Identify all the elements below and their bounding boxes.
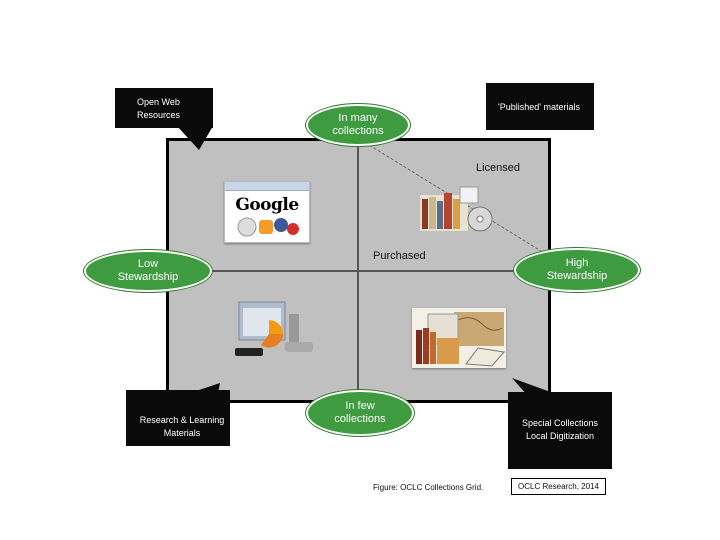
oval-text-line2: Stewardship xyxy=(117,271,179,283)
label-licensed: Licensed xyxy=(476,162,521,174)
books-and-disc-icon xyxy=(420,186,493,232)
credit-box: OCLC Research, 2014 xyxy=(511,478,606,495)
callout-text-line2: Local Digitization xyxy=(525,431,595,441)
oval-high-stewardship: High Stewardship xyxy=(514,248,640,292)
callout-text-line2: Materials xyxy=(163,428,201,438)
special-collections-image xyxy=(412,308,506,368)
callout-pointer xyxy=(512,378,556,396)
callout-pointer xyxy=(177,126,213,150)
oval-text-line1: In many xyxy=(338,112,378,124)
google-logo: Google xyxy=(235,195,299,215)
oval-text-line2: Stewardship xyxy=(546,270,608,282)
oval-low-stewardship: Low Stewardship xyxy=(84,250,212,292)
callout-text-line2: Resources xyxy=(137,110,181,120)
browser-titlebar xyxy=(225,182,309,191)
web-icons-cluster xyxy=(237,217,299,237)
callout-text-line1: Special Collections xyxy=(521,418,599,428)
callout-text-line1: Research & Learning xyxy=(139,415,225,425)
oval-text-line2: collections xyxy=(334,413,386,425)
research-tools-icon xyxy=(235,301,313,356)
grid-horizontal-axis xyxy=(166,270,551,272)
oval-text-line1: In few xyxy=(345,400,375,412)
books-and-map-icon xyxy=(416,312,505,367)
callout-text: 'Published' materials xyxy=(498,102,580,112)
oval-in-few-collections: In few collections xyxy=(306,390,414,436)
callout-text-line1: Open Web xyxy=(137,97,180,107)
oval-in-many-collections: In many collections xyxy=(306,104,410,146)
oval-text-line1: Low xyxy=(137,258,159,270)
oval-text-line2: collections xyxy=(332,125,384,137)
open-web-image: Google xyxy=(224,181,310,243)
licensed-materials-image xyxy=(412,181,500,235)
oval-text-line1: High xyxy=(565,257,589,269)
callout-open-web-resources: Open Web Resources xyxy=(115,88,213,150)
callout-published-materials: 'Published' materials xyxy=(486,83,594,130)
research-learning-image xyxy=(233,300,319,360)
label-purchased: Purchased xyxy=(373,250,426,262)
figure-caption: Figure: OCLC Collections Grid. xyxy=(373,483,484,492)
